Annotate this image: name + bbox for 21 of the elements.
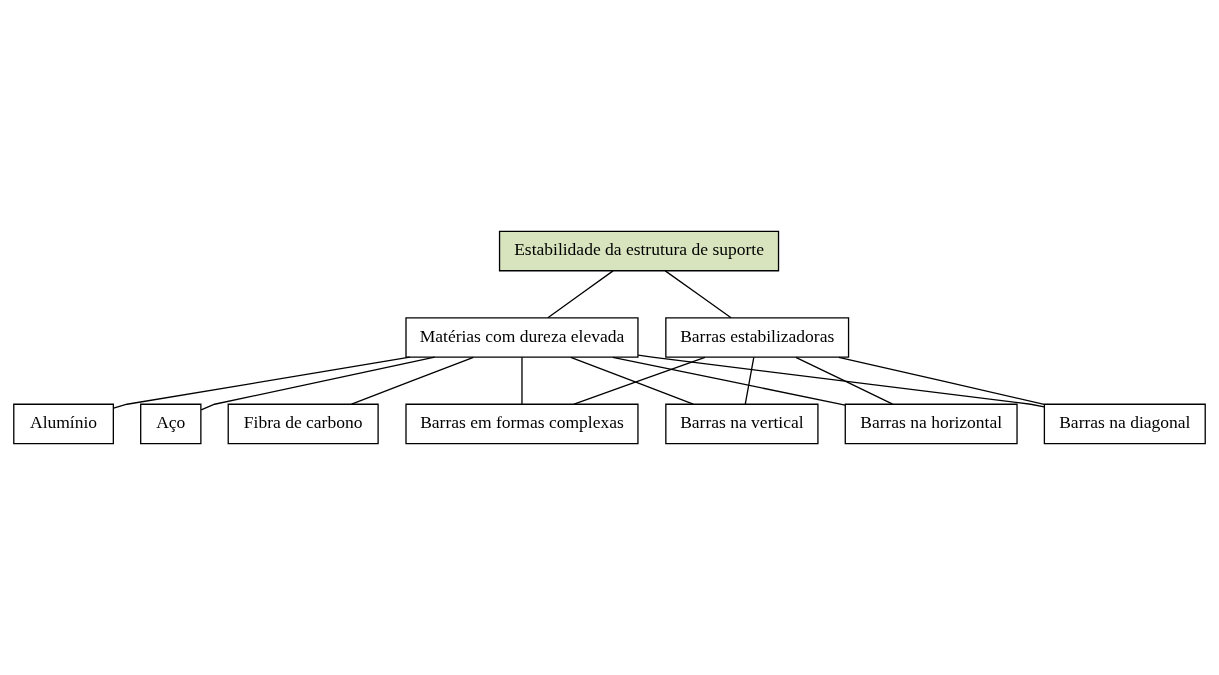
node-box: Aço bbox=[140, 403, 202, 445]
connector bbox=[547, 270, 614, 319]
connector bbox=[795, 356, 894, 405]
connector bbox=[838, 356, 1045, 405]
node-box: Fibra de carbono bbox=[227, 403, 379, 445]
node-box: Matérias com dureza elevada bbox=[405, 317, 639, 358]
connector bbox=[200, 356, 436, 411]
node-box: Barras na vertical bbox=[665, 403, 819, 445]
connector bbox=[744, 356, 755, 405]
connector bbox=[637, 354, 1045, 408]
connector bbox=[350, 356, 475, 405]
connector bbox=[664, 270, 732, 319]
connector bbox=[521, 356, 523, 405]
connector bbox=[112, 356, 411, 409]
node-box: Barras na horizontal bbox=[844, 403, 1018, 445]
node-box: Estabilidade da estrutura de suporte bbox=[498, 230, 780, 272]
node-box: Barras na diagonal bbox=[1043, 403, 1206, 445]
node-box: Alumínio bbox=[13, 403, 114, 445]
node-box: Barras em formas complexas bbox=[405, 403, 639, 445]
node-box: Barras estabilizadoras bbox=[665, 317, 850, 358]
connector bbox=[612, 356, 846, 406]
